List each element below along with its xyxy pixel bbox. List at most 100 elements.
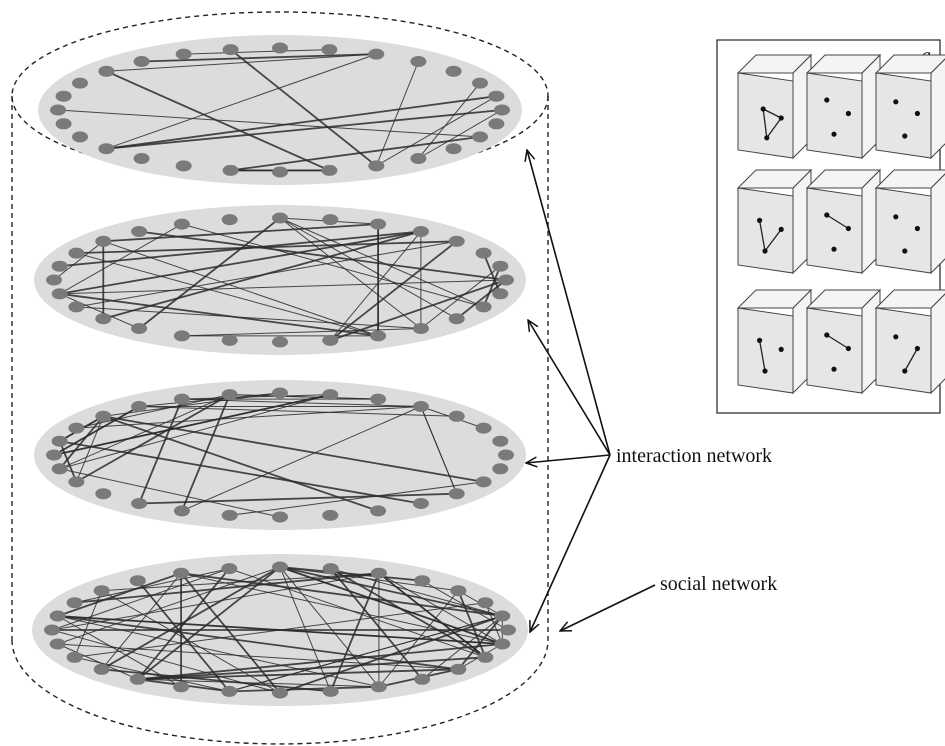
node	[129, 575, 146, 587]
edge	[53, 406, 140, 456]
social-network-label: social network	[660, 573, 777, 595]
node	[370, 567, 387, 579]
node	[68, 301, 85, 313]
edge	[229, 481, 484, 516]
node	[46, 449, 62, 461]
node	[68, 422, 85, 434]
edge	[229, 394, 379, 400]
node	[272, 336, 288, 348]
edge	[181, 328, 421, 337]
node	[370, 218, 387, 230]
cube-dot	[902, 368, 908, 374]
edge	[57, 615, 380, 688]
layer-nodes	[46, 212, 514, 348]
edge	[103, 392, 281, 417]
node	[321, 44, 338, 56]
node	[412, 226, 429, 237]
node	[131, 323, 148, 334]
node	[221, 334, 238, 346]
edge	[75, 416, 104, 483]
cube	[874, 169, 945, 275]
edge	[137, 668, 459, 681]
edge	[418, 109, 503, 159]
node	[368, 160, 385, 172]
node	[475, 247, 492, 259]
edge	[76, 306, 421, 329]
cube-dot	[831, 131, 837, 137]
edge	[74, 656, 230, 692]
cube-dot	[778, 226, 784, 232]
node	[322, 389, 339, 401]
interaction-layer-1	[38, 35, 522, 185]
edge	[59, 223, 183, 295]
edge	[139, 492, 457, 505]
cube	[805, 168, 882, 275]
edge	[53, 240, 104, 281]
edge	[180, 572, 503, 645]
edge	[421, 615, 503, 680]
edge	[74, 572, 379, 604]
node	[129, 673, 146, 685]
edge	[59, 468, 281, 518]
cube	[805, 288, 882, 395]
edge	[57, 109, 481, 138]
node	[272, 511, 288, 523]
node	[322, 563, 339, 575]
node	[55, 90, 72, 102]
node	[72, 77, 88, 89]
arrow-to-social-layer	[530, 454, 611, 632]
cube-dot	[760, 106, 766, 112]
node	[272, 212, 288, 224]
edge	[139, 406, 457, 417]
cube-edge	[826, 214, 849, 230]
cube-dot	[757, 217, 763, 223]
edge	[137, 580, 230, 692]
edge	[106, 53, 377, 150]
edge	[482, 265, 502, 308]
node	[448, 313, 465, 325]
edge	[138, 217, 281, 330]
node	[477, 597, 494, 609]
arrow-to-layer-2	[528, 320, 611, 456]
node	[272, 387, 288, 399]
node	[322, 334, 339, 346]
node	[44, 624, 60, 636]
cube-edge	[766, 117, 782, 139]
interaction-network-label: interaction network	[616, 445, 772, 467]
edge	[457, 615, 503, 670]
node	[221, 685, 238, 697]
edge	[106, 95, 497, 150]
node	[492, 260, 509, 272]
node	[321, 164, 338, 176]
edge	[57, 615, 459, 671]
node	[222, 164, 239, 176]
node	[55, 118, 72, 130]
cube-dot	[778, 346, 784, 352]
cube-dot	[757, 337, 763, 343]
node	[488, 118, 505, 130]
edge	[329, 240, 458, 342]
cube-dot	[762, 368, 768, 374]
node	[498, 449, 514, 461]
edge	[183, 49, 330, 55]
cube-edge	[758, 220, 766, 252]
node	[95, 235, 112, 247]
node	[173, 393, 190, 405]
social-layer	[32, 554, 528, 706]
node	[412, 401, 429, 412]
edge	[279, 217, 457, 320]
node	[448, 410, 465, 422]
edge	[58, 440, 78, 483]
node	[500, 624, 516, 636]
cube-grid	[736, 53, 945, 395]
node	[221, 214, 238, 226]
cube	[736, 168, 813, 275]
node	[412, 498, 429, 509]
cube-edge	[764, 229, 782, 252]
cube	[736, 53, 813, 160]
cube-dot	[914, 225, 921, 232]
node	[173, 330, 190, 342]
cube-dot	[902, 248, 908, 254]
cube-dot	[762, 248, 768, 254]
edge	[279, 566, 503, 645]
